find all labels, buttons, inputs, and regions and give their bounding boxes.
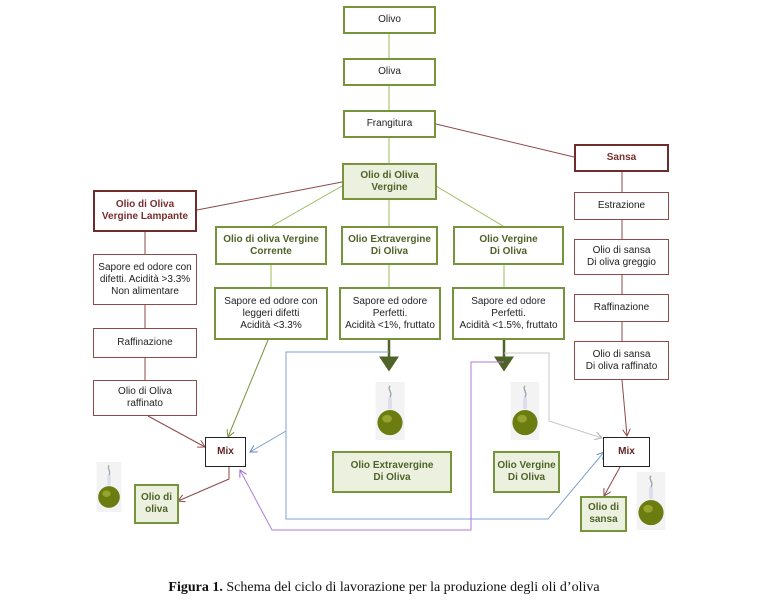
node-lampante-desc: Sapore ed odore con difetti. Acidità >3.… <box>93 254 197 305</box>
node-extravergine-desc: Sapore ed odore Perfetti. Acidità <1%, f… <box>339 287 441 340</box>
olive-oil-bottle-icon <box>96 462 122 512</box>
node-vergine-desc: Sapore ed odore Perfetti. Acidità <1.5%,… <box>452 287 565 340</box>
edge-verginedioliva-mixleft <box>240 361 504 531</box>
node-mix-left: Mix <box>205 437 246 467</box>
edge-mixleft-product <box>178 467 230 501</box>
node-extravergine: Olio Extravergine Di Oliva <box>341 226 438 265</box>
figure-caption: Figura 1. Schema del ciclo di lavorazion… <box>0 580 768 596</box>
node-oliva: Oliva <box>343 58 436 86</box>
node-olivo: Olivo <box>343 6 436 34</box>
node-product-olio-oliva: Olio di oliva <box>134 484 179 524</box>
olive-oil-bottle-icon <box>510 382 540 440</box>
edge-vergine-verginedioliva <box>435 185 504 227</box>
edge-frangitura-sansa <box>435 123 575 158</box>
node-frangitura: Frangitura <box>343 110 436 138</box>
edge-mixright-product <box>604 466 621 496</box>
node-corrente-desc: Sapore ed odore con leggeri difetti Acid… <box>214 287 328 340</box>
node-product-sansa: Olio di sansa <box>580 496 627 532</box>
node-corrente: Olio di oliva Vergine Corrente <box>215 226 327 265</box>
edge-corrente-mix <box>228 339 269 437</box>
node-lampante: Olio di Oliva Vergine Lampante <box>93 190 197 232</box>
figure-caption-text: Schema del ciclo di lavorazione per la p… <box>222 580 600 595</box>
olive-oil-bottle-icon <box>636 472 666 530</box>
node-sansa-raffinato: Olio di sansa Di oliva raffinato <box>574 341 669 380</box>
node-vergine-di-oliva: Olio Vergine Di Oliva <box>453 226 564 265</box>
figure-label: Figura 1. <box>168 580 223 595</box>
node-mix-right: Mix <box>603 437 650 467</box>
edge-vergine-lampante <box>196 181 343 211</box>
node-raffinazione-left: Raffinazione <box>93 328 197 358</box>
edge-sansaraffinato-mix <box>621 379 627 436</box>
node-sansa: Sansa <box>574 144 669 172</box>
node-estrazione: Estrazione <box>574 192 669 220</box>
node-sansa-greggio: Olio di sansa Di oliva greggio <box>574 239 669 275</box>
node-raffinazione-right: Raffinazione <box>574 294 669 322</box>
edge-vergine-corrente <box>271 185 343 227</box>
node-product-vergine: Olio Vergine Di Oliva <box>493 451 560 493</box>
node-product-extravergine: Olio Extravergine Di Oliva <box>332 451 452 493</box>
edge-verginedioliva-mixright <box>504 352 602 438</box>
olive-oil-bottle-icon <box>375 382 405 440</box>
node-olio-oliva-raffinato: Olio di Oliva raffinato <box>93 380 197 416</box>
edge-extravergine-mixright <box>285 431 604 520</box>
edge-raffinato-mix <box>147 415 205 447</box>
edge-extravergine-mixleft <box>250 351 389 452</box>
node-olio-oliva-vergine: Olio di Oliva Vergine <box>342 163 437 200</box>
